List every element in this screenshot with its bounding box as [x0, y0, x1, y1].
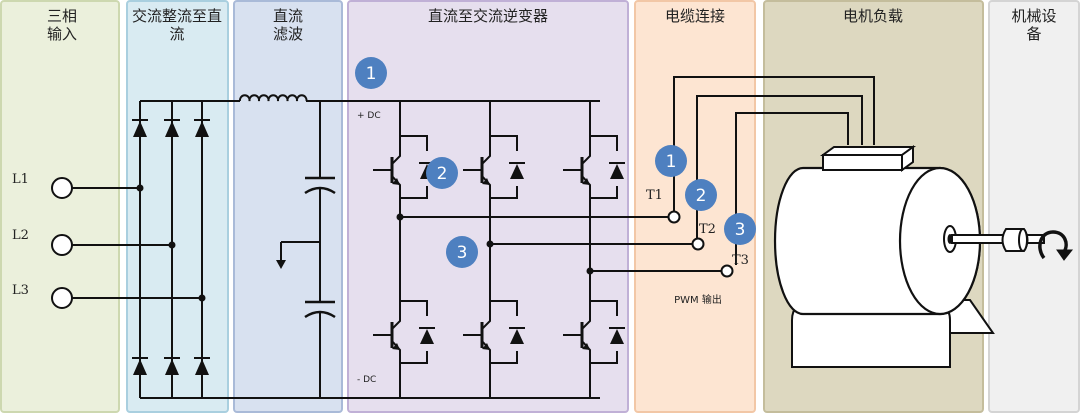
- rect-diode-bottom-1: [132, 357, 148, 375]
- header-rectifier-line2: 流: [169, 25, 184, 43]
- header-rectifier-line1: 交流整流至直: [132, 7, 222, 25]
- input-label-l2: L2: [12, 228, 29, 243]
- input-terminal-l3: [51, 287, 73, 309]
- inverter: + DC - DC: [357, 101, 722, 398]
- input-terminal-l1: [51, 177, 73, 199]
- mechanical-equipment: [1001, 228, 1074, 261]
- header-input: 三相输入: [47, 7, 77, 43]
- igbt-lower-2: [463, 300, 525, 364]
- panel-dc-filter: [233, 0, 343, 413]
- rect-diode-bottom-3: [194, 357, 210, 375]
- badge-inverter-2: 2: [426, 157, 458, 189]
- header-dc-filter-line2: 滤波: [273, 25, 303, 43]
- panel-mechanical: [988, 0, 1080, 413]
- svg-text:1: 1: [666, 152, 677, 172]
- rect-diode-top-3: [194, 119, 210, 137]
- motor: [773, 145, 1045, 368]
- panel-rectifier: [126, 0, 229, 413]
- header-input-line2: 输入: [47, 25, 77, 43]
- rect-diode-bottom-2: [164, 357, 180, 375]
- panel-input: [0, 0, 120, 413]
- dc-negative-label: - DC: [357, 375, 376, 385]
- svg-text:3: 3: [735, 220, 746, 240]
- svg-text:2: 2: [696, 186, 707, 206]
- header-inverter: 直流至交流逆变器: [428, 7, 548, 25]
- header-motor: 电机负载: [843, 7, 903, 25]
- dc-filter: [238, 94, 600, 399]
- header-mechanical-line2: 备: [1026, 25, 1041, 43]
- cable-run-2: [696, 95, 863, 238]
- badge-inverter-1: 1: [355, 57, 387, 89]
- terminal-label-t2: T2: [699, 222, 716, 237]
- igbt-upper-3: [563, 135, 625, 199]
- rectifier-bridge: [132, 100, 342, 399]
- cable-run-1: [673, 76, 875, 211]
- header-dc-filter: 直流滤波: [273, 7, 303, 43]
- svg-text:3: 3: [457, 243, 468, 263]
- input-label-l3: L3: [12, 283, 29, 298]
- terminal-box: [822, 154, 903, 171]
- pwm-output-label: PWM 输出: [674, 293, 722, 306]
- rotation-arrowhead-icon: [1056, 249, 1074, 261]
- input-terminals: L1 L2 L3: [12, 172, 206, 309]
- svg-text:1: 1: [366, 64, 377, 84]
- header-mechanical-line1: 机械设: [1011, 7, 1056, 25]
- dc-positive-label: + DC: [357, 111, 381, 121]
- svg-text:2: 2: [437, 164, 448, 184]
- output-terminal-t2: [691, 237, 705, 251]
- phase-junction-2: [486, 240, 494, 248]
- header-mechanical: 机械设备: [1011, 7, 1056, 43]
- igbt-lower-1: [373, 300, 435, 364]
- header-input-line1: 三相: [47, 7, 77, 25]
- output-terminal-t1: [667, 210, 681, 224]
- badge-cable-1: 1: [655, 145, 687, 177]
- badge-cable-2: 2: [685, 179, 717, 211]
- rect-diode-top-1: [132, 119, 148, 137]
- ground-arrow: [276, 260, 286, 269]
- rect-diode-top-2: [164, 119, 180, 137]
- output-terminal-t3: [720, 264, 734, 278]
- igbt-layer: [373, 101, 625, 398]
- cable-run-3: [735, 112, 849, 265]
- igbt-upper-2: [463, 135, 525, 199]
- badge-inverter-3: 3: [446, 236, 478, 268]
- dc-inductor: [238, 94, 308, 102]
- panel-inverter: [347, 0, 629, 413]
- header-cable: 电缆连接: [665, 7, 725, 25]
- terminal-label-t3: T3: [732, 253, 749, 268]
- badges: 1 2 3 1 2 3: [355, 57, 756, 268]
- terminal-box-side: [901, 145, 914, 172]
- igbt-lower-3: [563, 300, 625, 364]
- header-dc-filter-line1: 直流: [273, 7, 303, 25]
- phase-junction-3: [586, 267, 594, 275]
- badge-cable-3: 3: [724, 213, 756, 245]
- input-label-l1: L1: [12, 172, 29, 187]
- terminal-label-t1: T1: [646, 188, 663, 203]
- phase-junction-1: [396, 213, 404, 221]
- terminal-box-top: [819, 146, 917, 156]
- rotation-arrow-icon: [1038, 230, 1068, 260]
- section-headers: 三相输入 交流整流至直流 直流滤波 直流至交流逆变器 电缆连接 电机负载 机械设…: [47, 7, 1057, 43]
- shaft: [951, 234, 1045, 244]
- header-rectifier: 交流整流至直流: [132, 7, 222, 43]
- input-terminal-l2: [51, 234, 73, 256]
- cable-connection: T1 T2 T3 PWM 输出: [646, 76, 875, 306]
- coupling-face: [1018, 228, 1028, 252]
